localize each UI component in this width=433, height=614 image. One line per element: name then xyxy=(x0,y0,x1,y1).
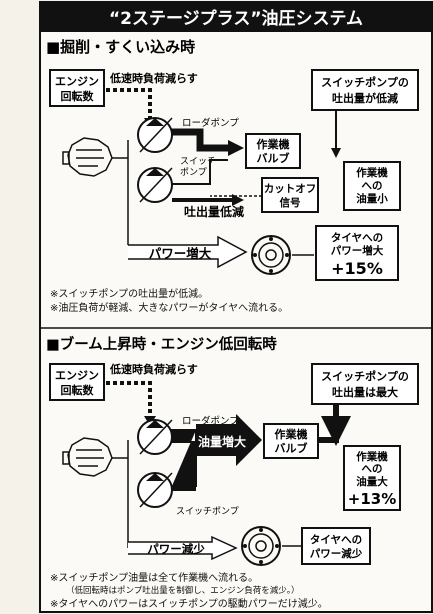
section2-pump-status-line1: スイッチポンプの xyxy=(321,369,409,383)
section1-pump-status-box xyxy=(311,69,419,111)
section2-work-oil-line1: 作業機 xyxy=(356,450,388,463)
section1-drive-shaft xyxy=(112,140,129,245)
section2-work-oil-line2: への xyxy=(362,463,383,475)
section2-drive-shaft xyxy=(112,440,129,548)
section2-tire-power-box xyxy=(301,527,371,565)
section1-work-oil-box xyxy=(343,161,401,211)
section2-pump-status-box xyxy=(311,363,419,405)
title-bar xyxy=(40,2,432,32)
section1-work-valve-box xyxy=(245,133,301,169)
section1-switch-flow-thin xyxy=(172,159,228,185)
section1-low-speed-label: 低速時負荷減らす xyxy=(109,71,198,85)
section1-tire-power-line2: パワー増大 xyxy=(331,244,384,257)
section2-oil-increase-label: 油量増大 xyxy=(198,434,246,449)
section1-heading: ■掘削・すくい込み時 xyxy=(46,38,195,56)
section1-discharge-low-label: 吐出量低減 xyxy=(184,204,244,219)
section1-cutoff-box xyxy=(261,177,319,213)
section2-pump-status-line2: 吐出量は最大 xyxy=(332,385,398,399)
section2-switch-pump-label: スイッチポンプ xyxy=(176,506,239,517)
section1-tire-power-line1: タイヤへの xyxy=(331,232,383,244)
section2-note-3: ※タイヤへのパワーはスイッチポンプの駆動パワーだけ減少。 xyxy=(50,599,328,610)
section2-note-2: （低回転時はポンプ吐出量を制御し、エンジン負荷を減少。） xyxy=(66,586,300,596)
section2-work-oil-box xyxy=(343,445,401,511)
section-boom-raise: ■ブーム上昇時・エンジン低回転時 エンジン 回転数 低速時負荷減らす ローダポン… xyxy=(46,335,419,566)
section1-cutoff-line2: 信号 xyxy=(280,196,301,209)
section1-engine-icon xyxy=(62,137,113,177)
section2-engine-speed-box xyxy=(49,363,105,401)
section2-low-speed-label: 低速時負荷減らす xyxy=(109,362,198,376)
section1-power-up-label: パワー増大 xyxy=(149,246,212,261)
section2-engine-label-line1: エンジン xyxy=(55,369,99,382)
section1-loader-flow xyxy=(172,128,228,152)
section2-power-down-arrow xyxy=(128,535,238,561)
section1-power-up-arrow xyxy=(128,235,248,269)
section1-loader-pump-label: ローダポンプ xyxy=(182,117,239,129)
section1-work-oil-line1: 作業機 xyxy=(356,166,388,179)
section1-engine-speed-box xyxy=(49,69,105,107)
section-excavation: ■掘削・すくい込み時 エンジン 回転数 低速時負荷減らす ローダポンプ スイッチ… xyxy=(46,38,419,281)
section1-work-oil-line2: への xyxy=(362,180,383,192)
section1-work-oil-line3: 油量小 xyxy=(356,192,388,205)
section2-signal-line xyxy=(106,381,152,420)
section1-work-valve-line1: 作業機 xyxy=(257,137,290,151)
section2-work-valve-box xyxy=(263,423,319,459)
section2-heading: ■ブーム上昇時・エンジン低回転時 xyxy=(46,335,277,353)
section1-signal-line xyxy=(106,88,152,122)
section1-work-valve-line2: バルブ xyxy=(257,151,290,165)
section1-switch-pump-label1: スイッチ xyxy=(180,156,216,167)
section1-switch-pump-label2: ポンプ xyxy=(180,167,207,178)
section1-engine-label-line2: 回転数 xyxy=(61,89,95,103)
section2-tire-power-line2: パワー減少 xyxy=(310,547,363,560)
diagram-title: “2ステージプラス”油圧システム xyxy=(109,8,363,29)
section1-engine-label-line1: エンジン xyxy=(55,75,99,88)
section1-tire-power-percent: +15% xyxy=(331,259,383,278)
section2-tire-power-line1: タイヤへの xyxy=(310,534,362,546)
section2-work-valve-line1: 作業機 xyxy=(275,427,308,441)
section2-wheel-icon xyxy=(241,526,281,566)
section2-work-valve-line2: バルブ xyxy=(275,441,308,455)
section2-oil-increase-arrow xyxy=(196,414,262,466)
section1-pump-status-line2: 吐出量が低減 xyxy=(332,91,398,105)
section2-note-1: ※スイッチポンプ油量は全て作業機へ流れる。 xyxy=(50,573,259,584)
section1-cutoff-line1: カットオフ xyxy=(264,183,317,195)
section1-pump-status-line1: スイッチポンプの xyxy=(321,75,409,89)
section2-engine-label-line2: 回転数 xyxy=(61,383,95,397)
section2-work-oil-percent: +13% xyxy=(348,490,396,508)
section1-note-2: ※油圧負荷が軽減、大きなパワーがタイヤへ流れる。 xyxy=(50,303,289,314)
section1-note-1: ※スイッチポンプの吐出量が低減。 xyxy=(50,289,209,300)
section1-wheel-icon xyxy=(251,235,291,275)
section1-tire-power-box xyxy=(315,225,399,281)
section2-power-down-label: パワー減少 xyxy=(147,542,205,556)
section2-engine-icon xyxy=(62,437,113,477)
section2-work-oil-line3: 油量大 xyxy=(356,475,388,488)
